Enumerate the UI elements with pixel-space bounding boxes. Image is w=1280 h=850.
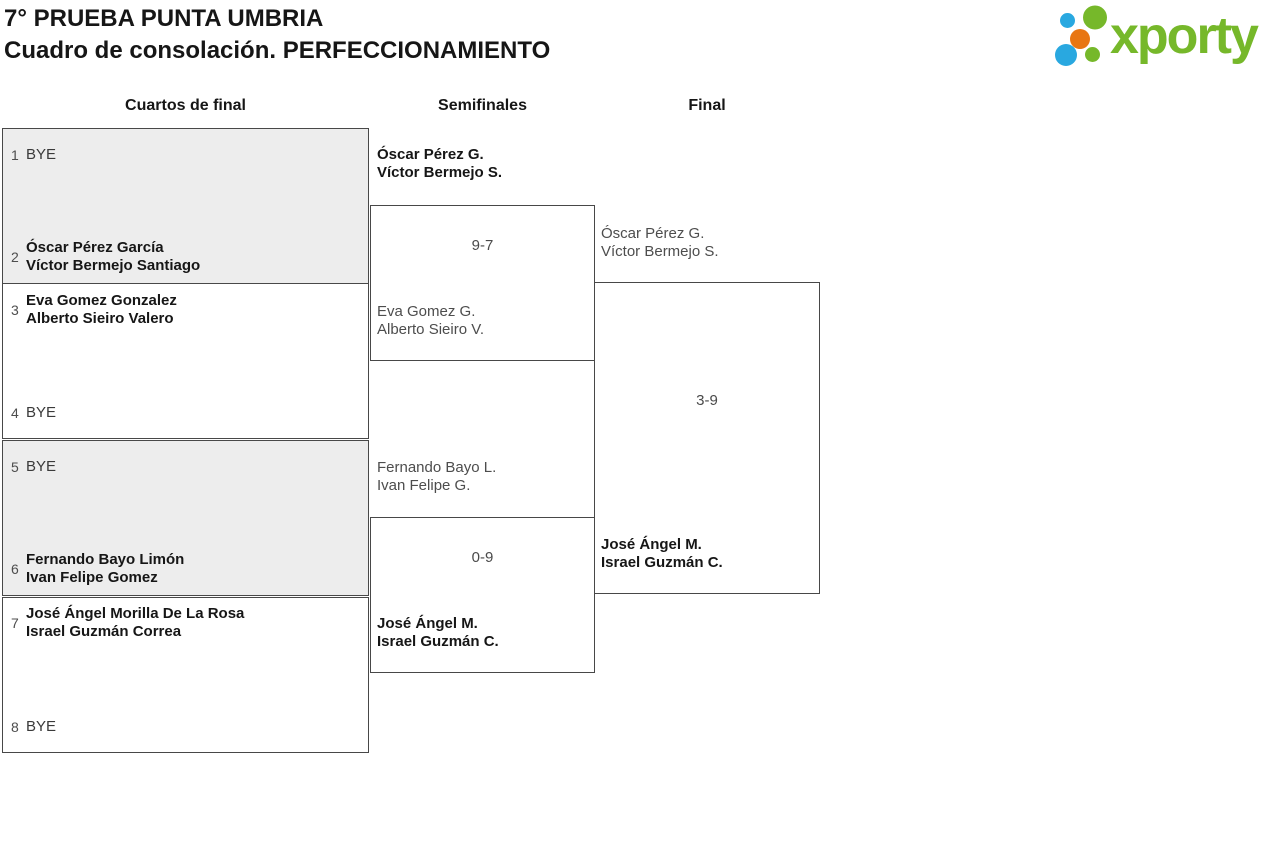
match-box-quarterfinal-4: 7 José Ángel Morilla De La Rosa Israel G… — [2, 597, 369, 753]
team-name-line: José Ángel M. — [601, 536, 702, 553]
bracket-slot-2: 2 Óscar Pérez García Víctor Bermejo Sant… — [11, 239, 200, 274]
logo-dot-green-large-icon — [1083, 5, 1107, 30]
team-name-line: José Ángel M. — [377, 615, 478, 632]
bracket-slot-6: 6 Fernando Bayo Limón Ivan Felipe Gomez — [11, 551, 184, 586]
team-name-line: BYE — [26, 718, 57, 735]
team-name-line: Eva Gomez G. — [377, 303, 476, 320]
seed-number: 8 — [11, 718, 19, 735]
seed-number: 2 — [11, 248, 19, 265]
bracket-slot-7: 7 José Ángel Morilla De La Rosa Israel G… — [11, 605, 244, 640]
final-team1-label: Óscar Pérez G. Víctor Bermejo S. — [601, 225, 719, 261]
seed-number: 3 — [11, 301, 19, 318]
semifinal2-score: 0-9 — [471, 549, 494, 566]
seed-number: 4 — [11, 404, 19, 421]
final-team2-label: José Ángel M. Israel Guzmán C. — [601, 536, 723, 572]
logo-dot-orange-icon — [1070, 29, 1090, 49]
semifinal2-match-box: 0-9 — [370, 517, 595, 673]
team-name-line: Eva Gomez Gonzalez — [26, 292, 177, 309]
semifinal1-team1-label: Óscar Pérez G. Víctor Bermejo S. — [377, 146, 502, 182]
bracket-slot-1: 1 BYE — [11, 146, 56, 164]
logo-dot-blue-small-icon — [1060, 13, 1075, 28]
seed-number: 5 — [11, 458, 19, 475]
team-name: Óscar Pérez García Víctor Bermejo Santia… — [26, 239, 200, 274]
team-name-line: Israel Guzmán C. — [377, 633, 499, 650]
team-name-line: BYE — [26, 146, 57, 163]
team-name-line: Víctor Bermejo S. — [377, 164, 503, 181]
team-name-line: Alberto Sieiro Valero — [26, 309, 174, 327]
match-box-quarterfinal-3: 5 BYE 6 Fernando Bayo Limón Ivan Felipe … — [2, 440, 369, 596]
semifinal2-team2-label: José Ángel M. Israel Guzmán C. — [377, 615, 499, 651]
final-score: 3-9 — [696, 392, 718, 409]
xporty-logo: xporty — [1055, 5, 1261, 66]
final-match-box: 3-9 — [594, 282, 820, 594]
semifinal1-score: 9-7 — [471, 237, 494, 254]
team-name-line: BYE — [26, 458, 57, 475]
bracket-slot-5: 5 BYE — [11, 458, 56, 476]
seed-number: 6 — [11, 560, 19, 577]
team-name-line: Israel Guzmán C. — [601, 554, 723, 571]
semifinal2-team1-label: Fernando Bayo L. Ivan Felipe G. — [377, 459, 496, 495]
team-name: BYE — [26, 458, 56, 476]
team-name: BYE — [26, 146, 56, 164]
team-name-line: Óscar Pérez G. — [377, 146, 484, 163]
match-box-quarterfinal-2: 3 Eva Gomez Gonzalez Alberto Sieiro Vale… — [2, 283, 369, 439]
round-header-semifinals: Semifinales — [438, 97, 527, 114]
team-name-line: José Ángel Morilla De La Rosa — [26, 605, 245, 622]
team-name-line: Ivan Felipe G. — [377, 477, 471, 494]
team-name-line: Fernando Bayo Limón — [26, 551, 185, 568]
round-header-final: Final — [688, 97, 726, 114]
bracket-slot-4: 4 BYE — [11, 404, 56, 422]
team-name-line: Israel Guzmán Correa — [26, 622, 182, 640]
team-name: Eva Gomez Gonzalez Alberto Sieiro Valero — [26, 292, 177, 327]
logo-wordmark: xporty — [1110, 7, 1259, 65]
team-name-line: BYE — [26, 404, 57, 421]
seed-number: 1 — [11, 146, 19, 163]
team-name-line: Óscar Pérez G. — [601, 225, 705, 242]
team-name-line: Víctor Bermejo S. — [601, 243, 719, 260]
round-header-quarterfinals: Cuartos de final — [125, 97, 246, 114]
logo-dot-blue-large-icon — [1055, 44, 1077, 66]
bracket-slot-8: 8 BYE — [11, 718, 56, 736]
team-name: BYE — [26, 404, 56, 422]
seed-number: 7 — [11, 614, 19, 631]
bracket-slot-3: 3 Eva Gomez Gonzalez Alberto Sieiro Vale… — [11, 292, 177, 327]
match-box-quarterfinal-1: 1 BYE 2 Óscar Pérez García Víctor Bermej… — [2, 128, 369, 284]
bracket-subtitle: Cuadro de consolación. PERFECCIONAMIENTO — [4, 37, 551, 64]
semifinal1-team2-label: Eva Gomez G. Alberto Sieiro V. — [377, 303, 484, 339]
tournament-title: 7° PRUEBA PUNTA UMBRIA — [4, 5, 324, 32]
team-name-line: Víctor Bermejo Santiago — [26, 256, 201, 274]
team-name-line: Ivan Felipe Gomez — [26, 568, 158, 586]
team-name: BYE — [26, 718, 56, 736]
team-name-line: Óscar Pérez García — [26, 239, 164, 256]
logo-dot-green-small-icon — [1085, 47, 1100, 62]
team-name-line: Alberto Sieiro V. — [377, 321, 485, 338]
team-name: José Ángel Morilla De La Rosa Israel Guz… — [26, 605, 244, 640]
team-name: Fernando Bayo Limón Ivan Felipe Gomez — [26, 551, 184, 586]
team-name-line: Fernando Bayo L. — [377, 459, 497, 476]
